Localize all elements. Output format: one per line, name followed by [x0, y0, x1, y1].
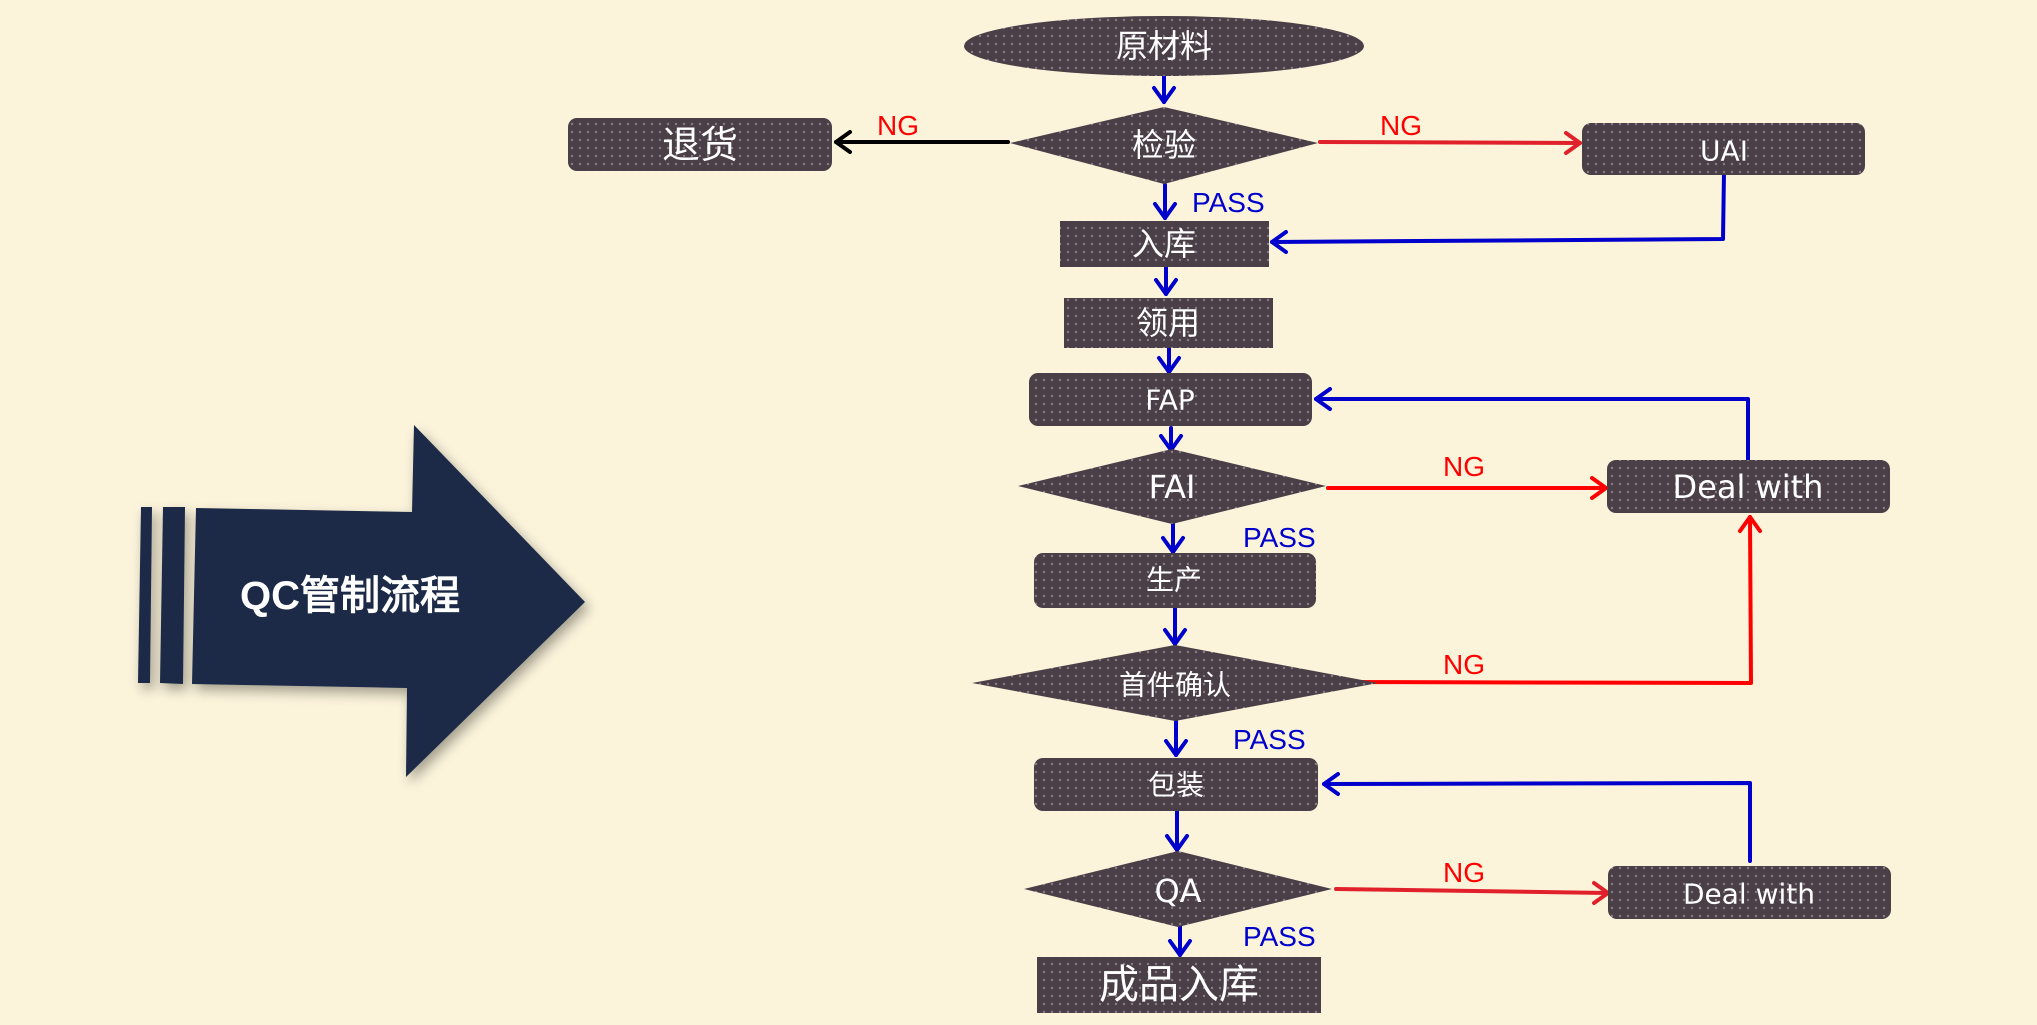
- arrowhead: [1270, 230, 1288, 254]
- edge-inspection-to-uai: [1318, 140, 1582, 145]
- node-production-label: 生产: [1146, 564, 1202, 597]
- arrowhead: [1165, 834, 1189, 852]
- hero-arrow: QC管制流程: [138, 425, 585, 777]
- label-ng-return: NG: [877, 110, 919, 141]
- label-pass-qa: PASS: [1243, 921, 1316, 952]
- node-inspection[interactable]: 检验: [1010, 107, 1318, 184]
- arrowhead: [1161, 536, 1185, 554]
- node-raw-material-label: 原材料: [1116, 27, 1212, 65]
- node-uai[interactable]: UAI: [1582, 123, 1865, 175]
- edge-dealwith2-to-packaging: [1322, 781, 1752, 863]
- node-deal-with-1[interactable]: Deal with: [1607, 460, 1890, 513]
- node-return-goods[interactable]: 退货: [568, 118, 832, 171]
- node-finished-goods-in[interactable]: 成品入库: [1037, 957, 1321, 1013]
- node-warehouse-in[interactable]: 入库: [1060, 221, 1269, 267]
- node-deal-with-2-label: Deal with: [1683, 878, 1815, 911]
- arrowhead: [1154, 278, 1178, 296]
- node-requisition-label: 领用: [1136, 304, 1200, 342]
- node-qa-label: QA: [1154, 872, 1201, 910]
- arrowhead: [1163, 628, 1187, 646]
- arrowhead: [1564, 131, 1582, 155]
- arrowhead: [1152, 86, 1176, 104]
- node-deal-with-1-label: Deal with: [1673, 468, 1824, 506]
- reject-flow-lines: [834, 130, 1010, 154]
- label-pass-first-article: PASS: [1233, 724, 1306, 755]
- node-inspection-label: 检验: [1132, 126, 1196, 164]
- node-raw-material[interactable]: 原材料: [964, 16, 1364, 76]
- node-fai-label: FAI: [1149, 468, 1196, 506]
- node-finished-goods-in-label: 成品入库: [1099, 962, 1259, 1008]
- arrowhead: [1157, 356, 1181, 374]
- arrowhead: [1590, 476, 1608, 500]
- arrowhead: [1738, 515, 1762, 533]
- hero-arrow-stripe-1: [138, 507, 152, 683]
- node-requisition[interactable]: 领用: [1064, 298, 1273, 348]
- edge-first-article-to-dealwith1: [1323, 515, 1753, 685]
- ng-flow-lines: [1318, 131, 1762, 905]
- main-flow-lines: [1152, 74, 1752, 957]
- node-warehouse-in-label: 入库: [1132, 225, 1196, 263]
- label-ng-qa: NG: [1443, 857, 1485, 888]
- label-pass-fai: PASS: [1243, 522, 1316, 553]
- edge-labels: NG NG PASS NG PASS NG PASS NG PASS: [877, 110, 1485, 952]
- node-production[interactable]: 生产: [1034, 553, 1316, 608]
- node-first-article-confirm[interactable]: 首件确认: [972, 645, 1378, 721]
- node-fap[interactable]: FAP: [1029, 373, 1312, 426]
- edge-uai-to-warehouse: [1270, 170, 1726, 244]
- arrowhead: [1168, 939, 1192, 957]
- node-packaging-label: 包装: [1148, 769, 1204, 802]
- nodes: 原材料 检验 退货 UAI 入库 领用 FAP FAI: [568, 16, 1891, 1013]
- arrowhead: [834, 130, 852, 154]
- node-deal-with-2[interactable]: Deal with: [1608, 866, 1891, 919]
- arrowhead: [1322, 772, 1340, 796]
- node-fai[interactable]: FAI: [1018, 449, 1326, 524]
- label-ng-first-article: NG: [1443, 649, 1485, 680]
- hero-arrow-body: [192, 425, 585, 777]
- connectors: [834, 74, 1762, 957]
- edge-qa-to-dealwith2: [1334, 887, 1610, 895]
- arrowhead: [1164, 739, 1188, 757]
- hero-arrow-stripe-2: [160, 507, 185, 684]
- node-uai-label: UAI: [1700, 135, 1748, 168]
- node-return-goods-label: 退货: [662, 123, 738, 167]
- node-qa[interactable]: QA: [1024, 851, 1332, 927]
- arrowhead: [1314, 387, 1332, 411]
- node-fap-label: FAP: [1145, 384, 1195, 417]
- hero-title: QC管制流程: [240, 574, 460, 618]
- edge-dealwith1-to-fap: [1314, 397, 1750, 463]
- label-pass-inspection: PASS: [1192, 187, 1265, 218]
- label-ng-fai: NG: [1443, 451, 1485, 482]
- arrowhead: [1153, 202, 1177, 220]
- node-first-article-confirm-label: 首件确认: [1119, 669, 1231, 702]
- label-ng-uai: NG: [1380, 110, 1422, 141]
- node-packaging[interactable]: 包装: [1034, 758, 1318, 811]
